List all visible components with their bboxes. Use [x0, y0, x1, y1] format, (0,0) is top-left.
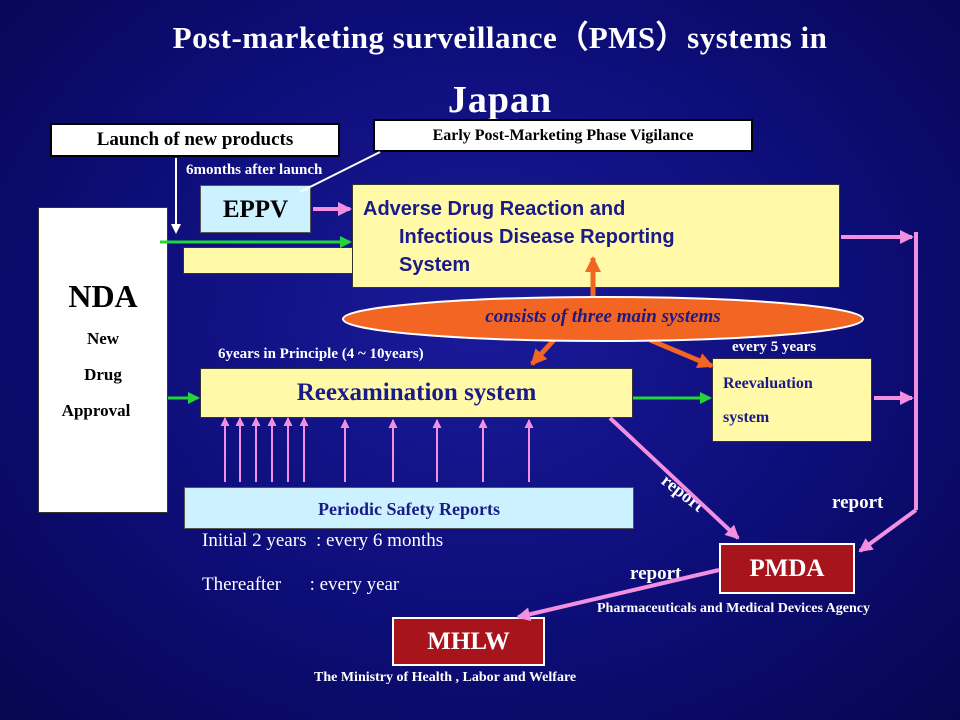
reexamination-box: Reexamination system	[200, 368, 633, 418]
pmda-box: PMDA	[719, 543, 855, 594]
page-title-line1: Post-marketing surveillance（PMS）systems …	[172, 20, 828, 55]
reevaluation-line1: Reevaluation	[723, 375, 813, 392]
psr-arrows	[220, 417, 534, 482]
eppv-label: EPPV	[222, 196, 289, 223]
arrow-pink-pmda-mhlw	[516, 568, 720, 622]
six-years-label: 6years in Principle (4 ~ 10years)	[218, 346, 424, 362]
page-title-line2: Japan	[447, 79, 553, 121]
arrow-orange-to-reeval	[649, 337, 714, 369]
eppv-box: EPPV	[200, 185, 311, 233]
pmda-full-label: Pharmaceuticals and Medical Devices Agen…	[597, 601, 870, 616]
eppv-full-label: Early Post-Marketing Phase Vigilance	[432, 127, 694, 144]
nda-line-drug: Drug	[84, 365, 122, 384]
nda-box: NDA New Drug Approval	[38, 207, 168, 513]
psr-box: Periodic Safety Reports	[184, 487, 634, 529]
consists-label: consists of three main systems	[485, 306, 721, 327]
mhlw-full-label: The Ministry of Health , Labor and Welfa…	[314, 670, 577, 685]
mhlw-box: MHLW	[392, 617, 545, 666]
nda-line-new: New	[86, 329, 120, 348]
reevaluation-box: Reevaluation system	[712, 358, 872, 442]
consists-ellipse	[342, 296, 864, 342]
adr-underlay	[183, 247, 358, 274]
adr-line1: Adverse Drug Reaction and	[363, 198, 626, 220]
arrow-pink-right-pmda	[858, 508, 918, 553]
arrow-eppv-pointer	[299, 151, 381, 193]
adr-line2: Infectious Disease Reporting	[399, 226, 675, 248]
mhlw-label: MHLW	[427, 628, 510, 655]
pmda-label: PMDA	[749, 555, 825, 582]
arrow-pink-reexam-pmda	[608, 416, 740, 540]
psr-label: Periodic Safety Reports	[318, 499, 500, 519]
launch-box: Launch of new products	[50, 123, 340, 157]
adr-line3: System	[399, 254, 471, 276]
launch-label: Launch of new products	[96, 129, 294, 150]
thereafter-text: Thereafter : every year	[202, 574, 400, 595]
nda-line-approval: Approval	[61, 401, 131, 420]
six-months-label: 6months after launch	[186, 162, 323, 178]
every-five-years-label: every 5 years	[732, 339, 817, 355]
nda-title: NDA	[68, 278, 138, 314]
report-label-left: report	[630, 563, 682, 584]
initial-years-text: Initial 2 years : every 6 months	[202, 530, 444, 551]
reexamination-label: Reexamination system	[296, 379, 537, 406]
eppv-full-box: Early Post-Marketing Phase Vigilance	[373, 119, 753, 152]
reevaluation-line2: system	[723, 409, 770, 426]
report-label-right: report	[832, 492, 884, 513]
